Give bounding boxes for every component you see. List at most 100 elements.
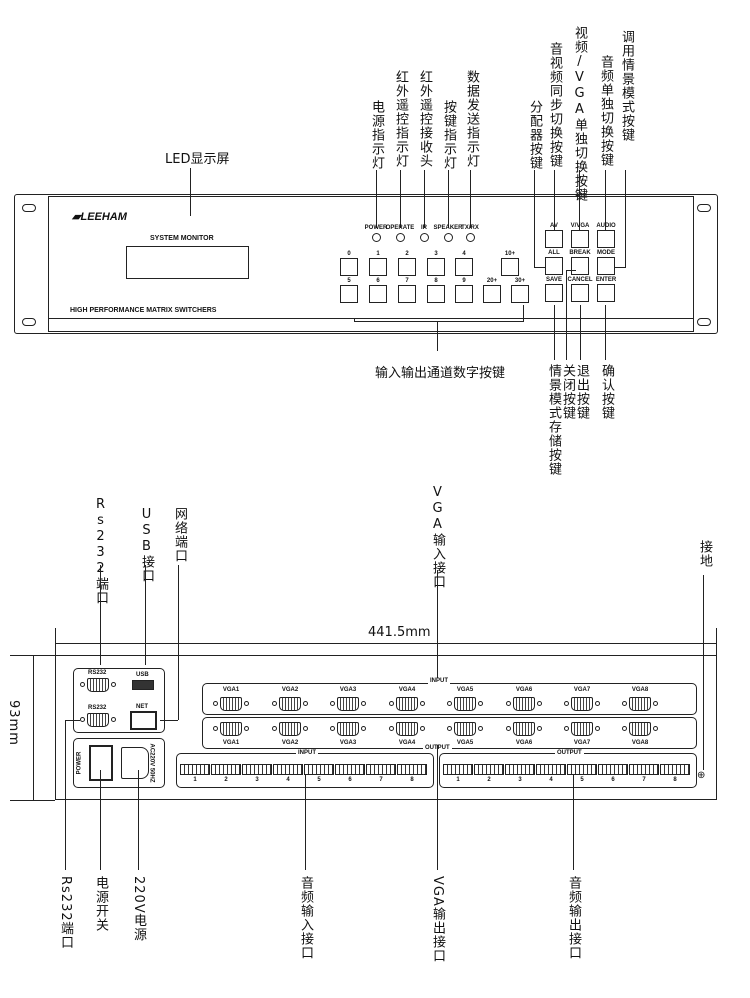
function-key-audio[interactable] xyxy=(597,230,615,248)
control-port-group xyxy=(73,668,165,733)
audio-out-label: 音频输出接口 xyxy=(566,876,581,960)
power-switch[interactable] xyxy=(89,745,113,781)
key-label: 9 xyxy=(462,278,466,284)
vga-output-6[interactable] xyxy=(506,722,542,736)
function-key-break[interactable] xyxy=(571,257,589,275)
vga-input-2[interactable] xyxy=(272,697,308,711)
vga-out-label: VGA输出接口 xyxy=(430,876,445,963)
audio-input-terminal-6[interactable] xyxy=(335,764,365,775)
key-30-plus[interactable] xyxy=(511,285,529,303)
ac-power-inlet[interactable] xyxy=(121,747,149,779)
rs232-port-a[interactable] xyxy=(80,678,116,692)
key-label: AUDIO xyxy=(596,223,616,229)
vga-output-4[interactable] xyxy=(389,722,425,736)
audio-input-terminal-7[interactable] xyxy=(366,764,396,775)
vga-output-3[interactable] xyxy=(330,722,366,736)
net-port[interactable] xyxy=(130,711,157,730)
audio-output-terminal-4[interactable] xyxy=(536,764,566,775)
audio-input-terminal-8[interactable] xyxy=(397,764,427,775)
usb-port[interactable] xyxy=(132,680,154,690)
number-key-4[interactable] xyxy=(455,258,473,276)
vga-input-6[interactable] xyxy=(506,697,542,711)
ac-label: AC220V 50HZ xyxy=(148,743,155,783)
audio-channel-label: 1 xyxy=(456,777,460,783)
key-label: MODE xyxy=(597,250,615,256)
key-label: 30+ xyxy=(514,278,526,284)
enter-key-label: 确认按键 xyxy=(599,364,614,420)
key-label: BREAK xyxy=(569,250,591,256)
ground-icon: ⊕ xyxy=(697,770,706,781)
audio-input-terminal-5[interactable] xyxy=(304,764,334,775)
audio-input-label: INPUT xyxy=(296,750,318,756)
indicator-led xyxy=(444,233,453,242)
function-key-all[interactable] xyxy=(545,257,563,275)
audio-output-terminal-1[interactable] xyxy=(443,764,473,775)
number-key-6[interactable] xyxy=(369,285,387,303)
audio-output-terminal-5[interactable] xyxy=(567,764,597,775)
audio-output-terminal-2[interactable] xyxy=(474,764,504,775)
front-panel xyxy=(48,196,694,332)
ir-receiver-label: 红外遥控接收头 xyxy=(417,70,432,168)
audio-key-label: 音频单独切换按键 xyxy=(598,55,613,167)
audio-input-terminal-1[interactable] xyxy=(180,764,210,775)
function-key-save[interactable] xyxy=(545,284,563,302)
key-label: 3 xyxy=(434,251,438,257)
function-key-mode[interactable] xyxy=(597,257,615,275)
indicator-led xyxy=(466,233,475,242)
indicator-label: OPERATE xyxy=(385,225,415,231)
vga-input-1[interactable] xyxy=(213,697,249,711)
vga-input-4[interactable] xyxy=(389,697,425,711)
audio-input-terminal-2[interactable] xyxy=(211,764,241,775)
function-key-vvga[interactable] xyxy=(571,230,589,248)
audio-output-terminal-7[interactable] xyxy=(629,764,659,775)
number-key-1[interactable] xyxy=(369,258,387,276)
rs232-port-b-label: RS232 xyxy=(88,705,107,711)
vga-output-2[interactable] xyxy=(272,722,308,736)
ground-label: 接地 xyxy=(697,540,712,568)
number-keys-label: 输入输出通道数字按键 xyxy=(375,366,506,381)
number-key-5[interactable] xyxy=(340,285,358,303)
audio-channel-label: 6 xyxy=(611,777,615,783)
vga-input-label: VGA4 xyxy=(398,687,416,693)
vga-key-label: 视频/VGA单独切换按键 xyxy=(572,26,587,202)
vga-input-3[interactable] xyxy=(330,697,366,711)
audio-input-terminal-3[interactable] xyxy=(242,764,272,775)
vga-output-7[interactable] xyxy=(564,722,600,736)
audio-output-terminal-3[interactable] xyxy=(505,764,535,775)
led-display xyxy=(126,246,249,279)
audio-channel-label: 6 xyxy=(348,777,352,783)
rs232-port-b[interactable] xyxy=(80,713,116,727)
audio-input-terminal-4[interactable] xyxy=(273,764,303,775)
vga-output-8[interactable] xyxy=(622,722,658,736)
vga-input-label: INPUT xyxy=(428,678,450,684)
audio-channel-label: 3 xyxy=(518,777,522,783)
key-label: 6 xyxy=(376,278,380,284)
vga-output-1[interactable] xyxy=(213,722,249,736)
audio-channel-label: 5 xyxy=(317,777,321,783)
key-10-plus[interactable] xyxy=(501,258,519,276)
key-20-plus[interactable] xyxy=(483,285,501,303)
number-key-9[interactable] xyxy=(455,285,473,303)
vga-input-5[interactable] xyxy=(447,697,483,711)
vga-input-7[interactable] xyxy=(564,697,600,711)
function-key-enter[interactable] xyxy=(597,284,615,302)
function-key-av[interactable] xyxy=(545,230,563,248)
audio-output-terminal-8[interactable] xyxy=(660,764,690,775)
key-label: 7 xyxy=(405,278,409,284)
number-key-7[interactable] xyxy=(398,285,416,303)
function-key-cancel[interactable] xyxy=(571,284,589,302)
number-key-2[interactable] xyxy=(398,258,416,276)
number-key-3[interactable] xyxy=(427,258,445,276)
audio-output-terminal-6[interactable] xyxy=(598,764,628,775)
vga-input-8[interactable] xyxy=(622,697,658,711)
vga-output-5[interactable] xyxy=(447,722,483,736)
number-key-0[interactable] xyxy=(340,258,358,276)
system-monitor-label: SYSTEM MONITOR xyxy=(150,235,214,242)
vga-input-label: VGA5 xyxy=(456,687,474,693)
save-key-label: 情景模式存储按键 xyxy=(546,364,561,476)
audio-channel-label: 7 xyxy=(642,777,646,783)
vga-output-label: VGA2 xyxy=(281,740,299,746)
key-label: CANCEL xyxy=(567,277,593,283)
audio-channel-label: 4 xyxy=(549,777,553,783)
number-key-8[interactable] xyxy=(427,285,445,303)
